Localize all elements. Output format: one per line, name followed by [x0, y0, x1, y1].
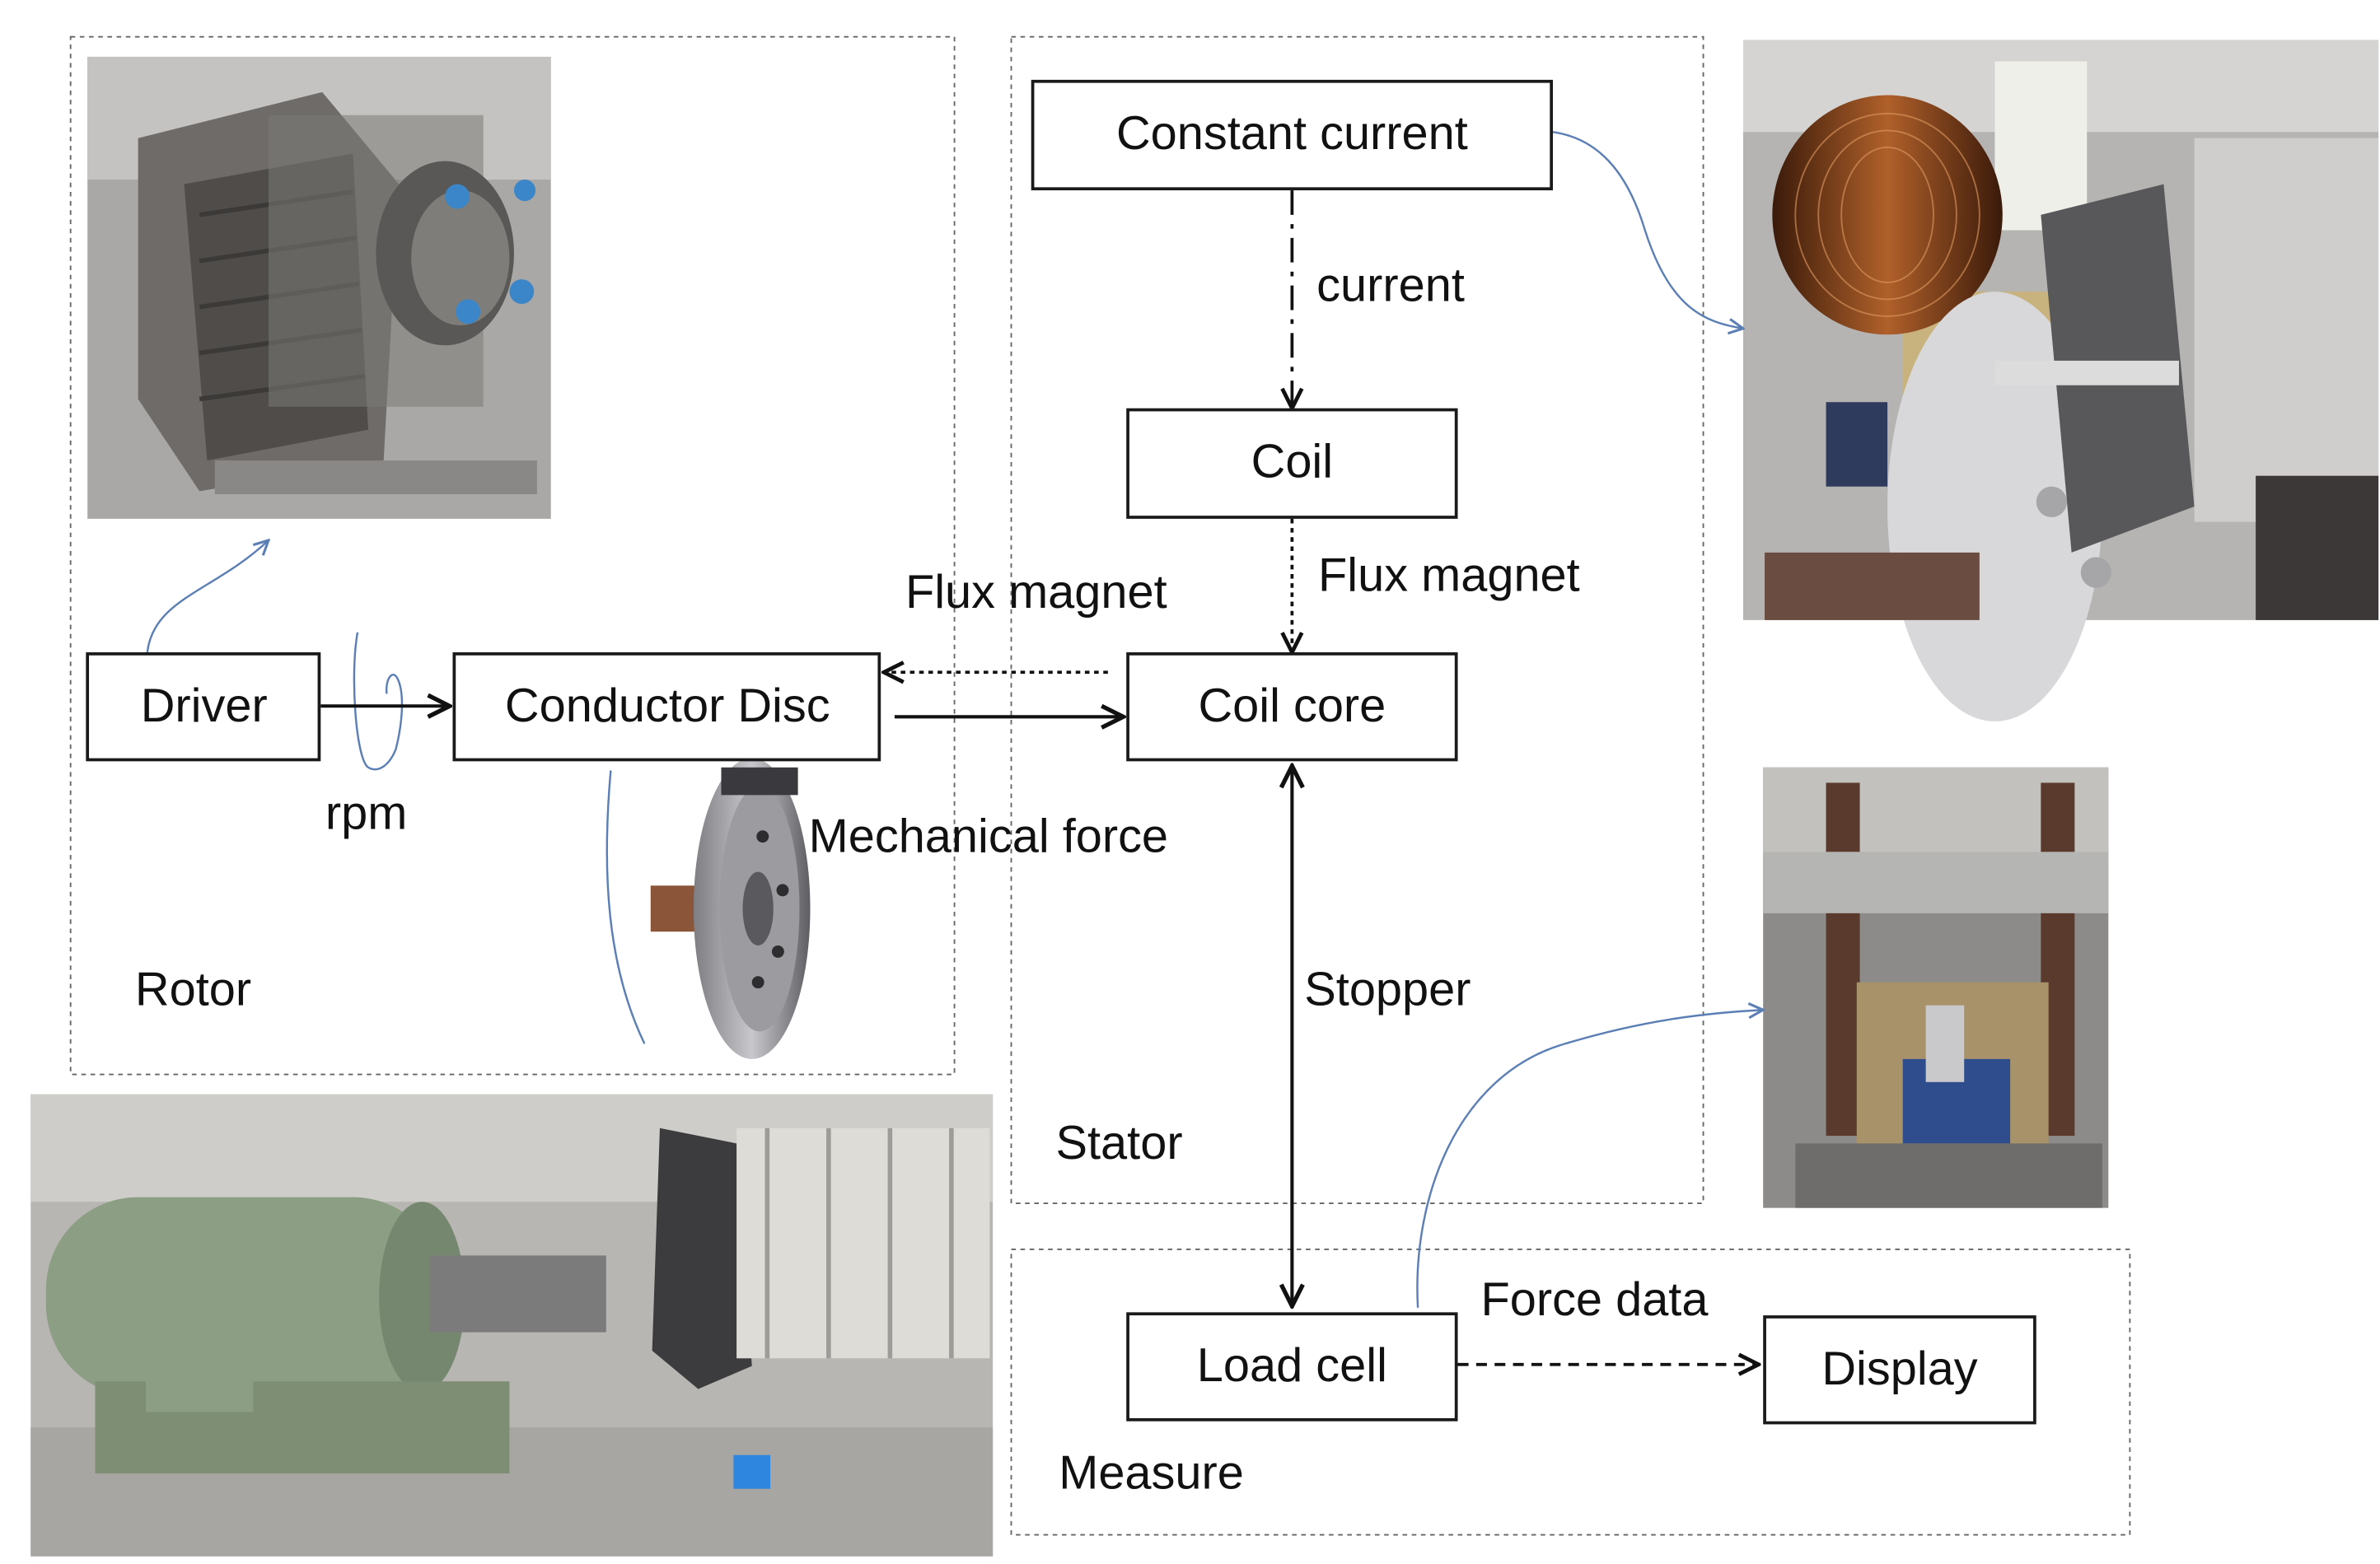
flux-magnet-vertical-edge-label: Flux magnet — [1318, 549, 1580, 601]
rpm-edge-label: rpm — [325, 787, 407, 839]
conductor-disc-box — [452, 652, 881, 762]
driver-box — [86, 652, 321, 762]
stopper-edge-label: Stopper — [1304, 964, 1471, 1016]
mechanical-force-edge-label: Mechanical force — [809, 810, 1168, 862]
coil-label: Coil — [1251, 436, 1333, 488]
constant-current-box — [1031, 79, 1554, 191]
measure-group-frame — [1010, 1249, 2131, 1536]
load-cell-box — [1126, 1312, 1458, 1422]
rotor-group-frame — [69, 35, 956, 1076]
coil-core-box — [1126, 652, 1458, 762]
flux-magnet-horizontal-edge-label: Flux magnet — [905, 566, 1167, 619]
rpm-rotation-icon — [353, 632, 404, 771]
load-cell-label: Load cell — [1197, 1339, 1387, 1392]
force-data-edge-label: Force data — [1480, 1273, 1709, 1326]
rig-overview-photo — [30, 1094, 994, 1557]
loadcell-photo-callout — [1416, 1010, 1763, 1308]
coil-photo-callout — [1552, 131, 1743, 329]
constant-current-label: Constant current — [1116, 107, 1468, 160]
measure-group-label: Measure — [1059, 1447, 1244, 1500]
display-label: Display — [1821, 1342, 1977, 1395]
stator-group-frame — [1010, 35, 1704, 1204]
stator-group-label: Stator — [1056, 1117, 1183, 1169]
driver-photo-callout — [146, 540, 269, 653]
driver-motor-photo — [87, 56, 551, 519]
driver-label: Driver — [141, 679, 268, 732]
display-box — [1763, 1315, 2036, 1425]
coil-core-label: Coil core — [1198, 679, 1386, 732]
current-edge-label: current — [1316, 259, 1465, 311]
disc-photo-callout — [606, 770, 646, 1044]
conductor-disc-photo — [650, 758, 811, 1059]
coil-assembly-photo — [1742, 40, 2379, 721]
rotor-group-label: Rotor — [135, 964, 251, 1016]
load-cell-photo — [1763, 767, 2109, 1208]
conductor-disc-label: Conductor Disc — [505, 679, 830, 732]
coil-box — [1126, 408, 1458, 519]
